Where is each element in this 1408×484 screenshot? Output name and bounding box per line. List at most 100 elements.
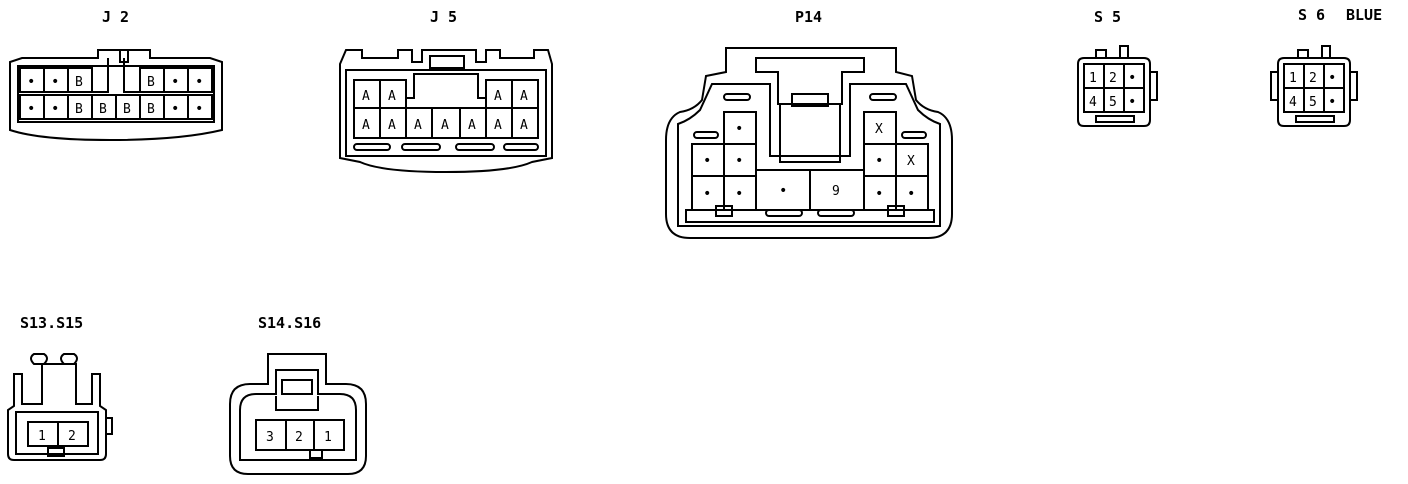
s6-housing	[1277, 57, 1351, 127]
j2-key-slot	[91, 58, 140, 93]
p14-pin-10: 9	[832, 184, 840, 199]
s6-pin-4: 4	[1289, 95, 1297, 110]
j5-pin-b5: A	[468, 118, 476, 133]
s13-face	[15, 411, 99, 455]
j2-pin-b6: B	[147, 102, 155, 117]
s13-pin-grid	[27, 421, 89, 447]
connector-j2: J 2 • • B B • • • • B B B B • •	[9, 8, 223, 142]
j5-pin-b1: A	[362, 118, 370, 133]
s13-nub-left	[30, 353, 48, 365]
j2-pin-b8: •	[195, 101, 203, 117]
s13-pin-1: 1	[38, 429, 46, 444]
p14-pin-2: X	[875, 122, 883, 137]
j2-pin-b4: B	[99, 102, 107, 117]
j5-pin-t4: A	[520, 89, 528, 104]
j5-latch	[429, 55, 465, 69]
connector-s6-color: BLUE	[1346, 6, 1382, 24]
j2-pin-b2: •	[51, 101, 59, 117]
p14-pin-3: •	[703, 153, 711, 169]
s13-nub-right	[60, 353, 78, 365]
p14-pin-8: •	[735, 186, 743, 202]
s14-pin-3: 3	[266, 430, 274, 445]
p14-pin-12: •	[907, 186, 915, 202]
s14-pin-grid	[255, 419, 345, 451]
j2-pin-grid	[19, 67, 213, 120]
s5-pin-2: 2	[1109, 71, 1117, 86]
s5-pin-grid	[1083, 63, 1145, 113]
connector-s6: S 6 BLUE 1 2 • 4 5 •	[1270, 6, 1382, 127]
j5-face	[345, 69, 547, 157]
connector-p14: P14 • X • • • X •	[665, 8, 953, 239]
connector-j5-label: J 5	[430, 8, 457, 26]
s6-pin-6: •	[1328, 94, 1336, 110]
j5-pin-t1: A	[362, 89, 370, 104]
j2-pin-t4: B	[147, 75, 155, 90]
connector-s13-label: S13.S15	[20, 314, 83, 332]
connector-s5-label: S 5	[1094, 8, 1121, 26]
j5-pin-grid	[353, 73, 539, 139]
p14-center-channel	[779, 104, 841, 163]
p14-pin-1: •	[735, 121, 743, 137]
connector-s13-s15: S13.S15 1 2	[7, 314, 113, 461]
p14-slots	[685, 93, 935, 223]
s13-key	[47, 447, 65, 457]
j2-pin-t3: B	[75, 75, 83, 90]
j5-pin-b2: A	[388, 118, 396, 133]
connector-s6-label: S 6	[1298, 6, 1325, 24]
s14-lock-rail	[275, 396, 319, 411]
p14-pin-4: •	[735, 153, 743, 169]
p14-pin-6: X	[907, 154, 915, 169]
p14-pin-7: •	[703, 186, 711, 202]
s6-latch-left	[1270, 71, 1279, 101]
s6-pin-3: •	[1328, 70, 1336, 86]
s6-pin-5: 5	[1309, 95, 1317, 110]
j2-pin-t2: •	[51, 74, 59, 90]
j5-pin-b7: A	[520, 118, 528, 133]
connector-s14-label: S14.S16	[258, 314, 321, 332]
s6-pin-2: 2	[1309, 71, 1317, 86]
p14-pin-9: •	[779, 183, 787, 199]
s14-pin-1: 1	[324, 430, 332, 445]
s6-bottom-tab	[1295, 115, 1335, 123]
s6-pin-1: 1	[1289, 71, 1297, 86]
s5-pin-5: 5	[1109, 95, 1117, 110]
s5-housing	[1077, 57, 1151, 127]
connector-s14-s16: S14.S16 3 2 1	[229, 314, 367, 475]
s5-bottom-tab	[1095, 115, 1135, 123]
s14-pin-2: 2	[295, 430, 303, 445]
j2-housing	[9, 49, 223, 142]
j5-pin-b6: A	[494, 118, 502, 133]
s13-pin-2: 2	[68, 429, 76, 444]
j5-housing	[339, 49, 553, 174]
s5-pin-6: •	[1128, 94, 1136, 110]
s5-pin-1: 1	[1089, 71, 1097, 86]
j5-pin-b4: A	[441, 118, 449, 133]
j5-bottom-slots	[353, 143, 539, 151]
s14-face	[239, 369, 357, 461]
s14-key	[309, 449, 323, 459]
j2-pin-t6: •	[195, 74, 203, 90]
connector-p14-label: P14	[795, 8, 822, 26]
j5-pin-t3: A	[494, 89, 502, 104]
connector-j2-label: J 2	[102, 8, 129, 26]
j2-pin-b5: B	[123, 102, 131, 117]
j2-pin-t5: •	[171, 74, 179, 90]
j2-pin-b3: B	[75, 102, 83, 117]
j2-face	[17, 65, 215, 123]
s14-lock-tab	[281, 379, 313, 395]
j2-pin-b1: •	[27, 101, 35, 117]
p14-face	[677, 83, 941, 227]
s14-housing	[229, 353, 367, 475]
j5-pin-t2: A	[388, 89, 396, 104]
j2-pin-b7: •	[171, 101, 179, 117]
connector-s5: S 5 1 2 • 4 5 •	[1077, 8, 1158, 127]
s13-latch	[105, 417, 113, 435]
s6-latch-right	[1349, 71, 1358, 101]
p14-lock-tab	[791, 93, 829, 107]
p14-pin-5: •	[875, 153, 883, 169]
j5-pin-b3: A	[414, 118, 422, 133]
s5-latch	[1149, 71, 1158, 101]
connector-j5: J 5 A A A A A A A A A A A	[339, 8, 553, 174]
p14-pin-11: •	[875, 186, 883, 202]
